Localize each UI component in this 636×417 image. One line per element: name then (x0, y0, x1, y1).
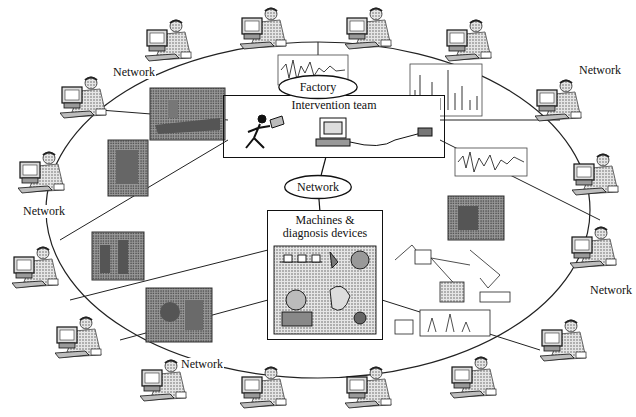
machines-box: Machines & diagnosis devices (267, 210, 383, 340)
connector-line (318, 199, 320, 210)
connector-line (321, 158, 325, 175)
network-ellipse: Network (284, 175, 352, 199)
network-label: Network (22, 205, 66, 218)
node-text: Machines & diagnosis devices (273, 214, 377, 240)
network-label: Network (180, 358, 224, 371)
intervention-box: Intervention team (223, 95, 445, 158)
factory-ellipse: Factory (278, 75, 358, 99)
network-label: Network (589, 284, 633, 297)
network-label: Network (578, 64, 622, 77)
node-text: Factory (300, 81, 337, 94)
node-text: Intervention team (224, 99, 444, 112)
network-label: Network (112, 66, 156, 79)
workstation (12, 8, 618, 408)
node-text: Network (297, 181, 339, 194)
